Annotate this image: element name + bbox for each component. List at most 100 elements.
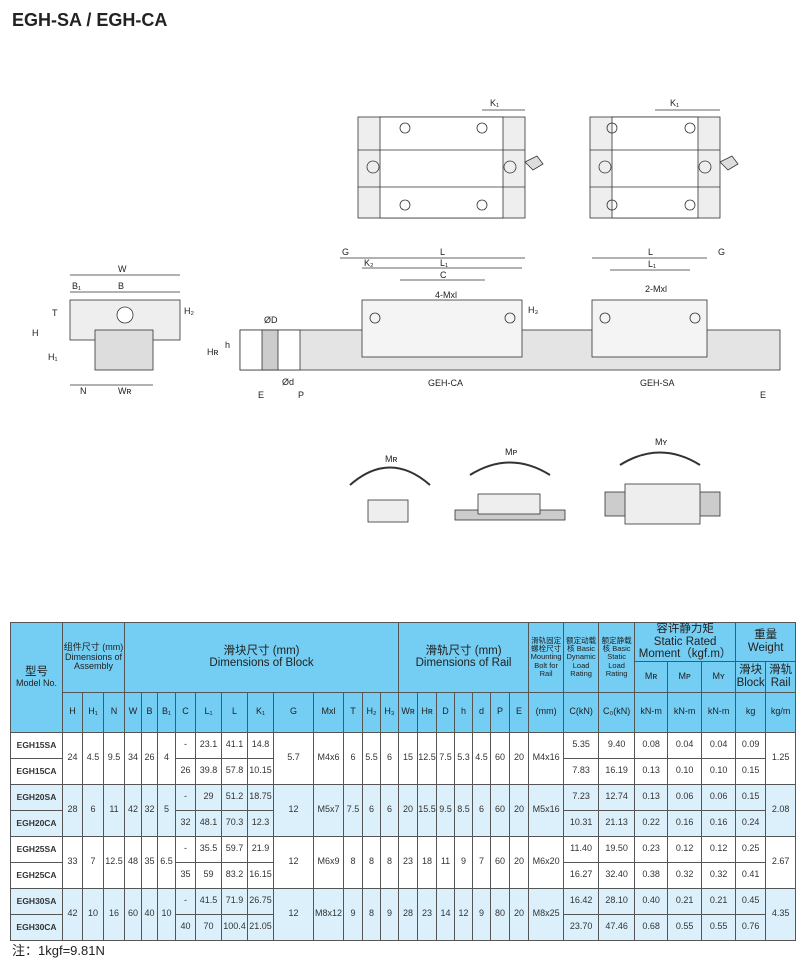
table-cell: 24 (62, 731, 83, 785)
dim-label: K₁ (490, 98, 499, 108)
rail-weight-cell: 4.35 (765, 887, 797, 941)
table-cell: 21.13 (598, 809, 636, 837)
table-cell: 80 (490, 887, 511, 941)
table-cell: M5x16 (528, 783, 565, 837)
table-cell: 11.40 (563, 835, 600, 863)
header-assembly: 组件尺寸 (mm) Dimensions of Assembly (61, 622, 126, 693)
table-cell: 11 (102, 783, 126, 837)
dimension-label: Mʏ (655, 437, 667, 447)
dimension-label: H (32, 328, 39, 338)
table-cell: 42 (62, 887, 83, 941)
table-cell: 16.42 (563, 887, 600, 915)
table-cell: 60 (490, 731, 511, 785)
side-view-sa: L L₁ G 2-Mxl GEH-SA E (591, 247, 766, 400)
moment-mr-diagram: Mʀ (349, 454, 431, 523)
table-cell: 12 (273, 783, 315, 837)
table-cell: 35 (141, 835, 159, 889)
table-cell: 5.35 (563, 731, 600, 759)
dimension-label: ØD (264, 315, 278, 325)
model-cell: EGH15SA (10, 731, 63, 759)
table-cell: 12 (273, 887, 315, 941)
table-cell: 0.21 (701, 887, 737, 915)
table-cell: 0.68 (634, 913, 669, 941)
column-header: kN-m (634, 691, 669, 733)
table-cell: 20 (398, 783, 419, 837)
table-cell: 41.1 (221, 731, 249, 759)
table-cell: 71.9 (221, 887, 249, 915)
table-cell: 16.15 (247, 861, 275, 889)
dimension-label: GEH-CA (428, 378, 463, 388)
dim-label: K₁ (670, 98, 679, 108)
table-cell: 0.41 (735, 861, 767, 889)
dimension-label: B (118, 281, 124, 291)
header-bolt: 滑轨固定螺栓尺寸 Mounting Bolt for Rail (528, 622, 565, 693)
dimension-label: GEH-SA (640, 378, 675, 388)
table-cell: 9.5 (436, 783, 456, 837)
table-cell: 4.5 (82, 731, 104, 785)
technical-drawing: K₁ K₁ W B₁ B T H₂ H H₁ N Wʀ ØD h Hʀ Ød E… (32, 98, 781, 525)
column-header: H₂ (362, 691, 382, 733)
table-cell: 0.06 (701, 783, 737, 811)
header-dynamic: 额定动载核 Basic Dynamic Load Rating (563, 622, 600, 693)
rail-weight-cell: 1.25 (765, 731, 797, 785)
column-header: E (509, 691, 530, 733)
column-header: Mxl (313, 691, 345, 733)
table-cell: 70.3 (221, 809, 249, 837)
model-cell: EGH20CA (10, 809, 63, 837)
header-static: 额定静载核 Basic Static Load Rating (598, 622, 636, 693)
table-cell: 10 (82, 887, 104, 941)
table-cell: 23.1 (195, 731, 223, 759)
table-cell: M4x16 (528, 731, 565, 785)
table-cell: 18.75 (247, 783, 275, 811)
table-cell: 0.13 (634, 783, 669, 811)
column-header: B (141, 691, 159, 733)
dimension-label: K₂ (364, 258, 374, 268)
column-header: kg (735, 691, 767, 733)
table-cell: - (175, 783, 197, 811)
table-cell: 57.8 (221, 757, 249, 785)
table-cell: 28.10 (598, 887, 636, 915)
table-cell: 21.05 (247, 913, 275, 941)
model-cell: EGH25SA (10, 835, 63, 863)
table-cell: M5x7 (313, 783, 345, 837)
table-cell: 6 (380, 731, 400, 785)
table-cell: 6 (380, 783, 400, 837)
column-header: C(kN) (563, 691, 600, 733)
table-cell: 60 (490, 783, 511, 837)
table-cell: 0.04 (667, 731, 703, 759)
column-header: W (124, 691, 143, 733)
table-cell: - (175, 887, 197, 915)
model-cell: EGH30CA (10, 913, 63, 941)
dimension-label: E (760, 390, 766, 400)
dimension-label: B₁ (72, 281, 81, 291)
table-cell: 41.5 (195, 887, 223, 915)
column-header: Wʀ (398, 691, 419, 733)
table-cell: 59 (195, 861, 223, 889)
model-cell: EGH30SA (10, 887, 63, 915)
table-cell: 0.06 (667, 783, 703, 811)
table-cell: 10.31 (563, 809, 600, 837)
dimension-label: Mʀ (385, 454, 397, 464)
dimension-label: G (342, 247, 349, 257)
table-cell: 18 (417, 835, 438, 889)
table-cell: 7.5 (436, 731, 456, 785)
table-cell: 5.5 (362, 731, 382, 785)
dimension-label: P (298, 390, 304, 400)
dimension-label: L (648, 247, 653, 257)
table-cell: 7.5 (343, 783, 364, 837)
dimension-label: Hʀ (207, 347, 218, 357)
model-cell: EGH25CA (10, 861, 63, 889)
table-cell: 0.09 (735, 731, 767, 759)
table-cell: 10 (157, 887, 177, 941)
footnote: 注：1kgf=9.81N (12, 943, 105, 958)
column-header: H₃ (380, 691, 400, 733)
column-header: N (102, 691, 126, 733)
header-mp: Mᴘ (667, 660, 703, 693)
table-cell: 47.46 (598, 913, 636, 941)
table-cell: 5 (157, 783, 177, 837)
table-cell: 32 (141, 783, 159, 837)
dimension-label: 2-Mxl (645, 284, 667, 294)
